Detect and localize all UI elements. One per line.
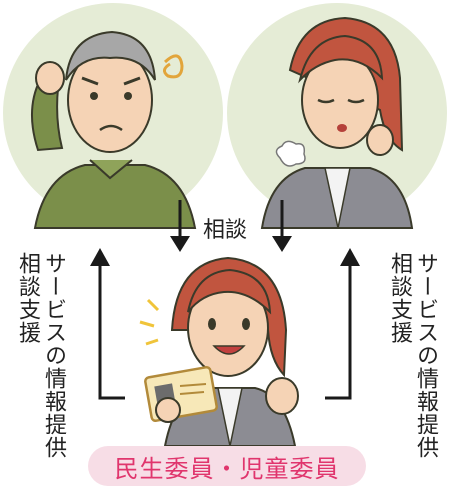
elderly-man-icon [3, 3, 223, 229]
right-support-line1: サービスの情報提供 [413, 252, 438, 459]
volunteer-badge-text: 民生委員・児童委員 [114, 454, 340, 483]
right-support-line2: 相談支援 [387, 252, 412, 344]
left-support-label: サービスの情報提供 相談支援 [14, 252, 66, 489]
left-support-line1: サービスの情報提供 [41, 252, 66, 459]
volunteer-badge: 民生委員・児童委員 [88, 446, 366, 486]
volunteer-icon [139, 256, 299, 447]
right-support-label: サービスの情報提供 相談支援 [386, 252, 438, 489]
consult-arrows [170, 200, 292, 252]
worried-woman-icon [227, 3, 447, 229]
left-support-line2: 相談支援 [15, 252, 40, 344]
support-arrows [90, 248, 360, 400]
consultation-label: 相談 [203, 218, 248, 243]
